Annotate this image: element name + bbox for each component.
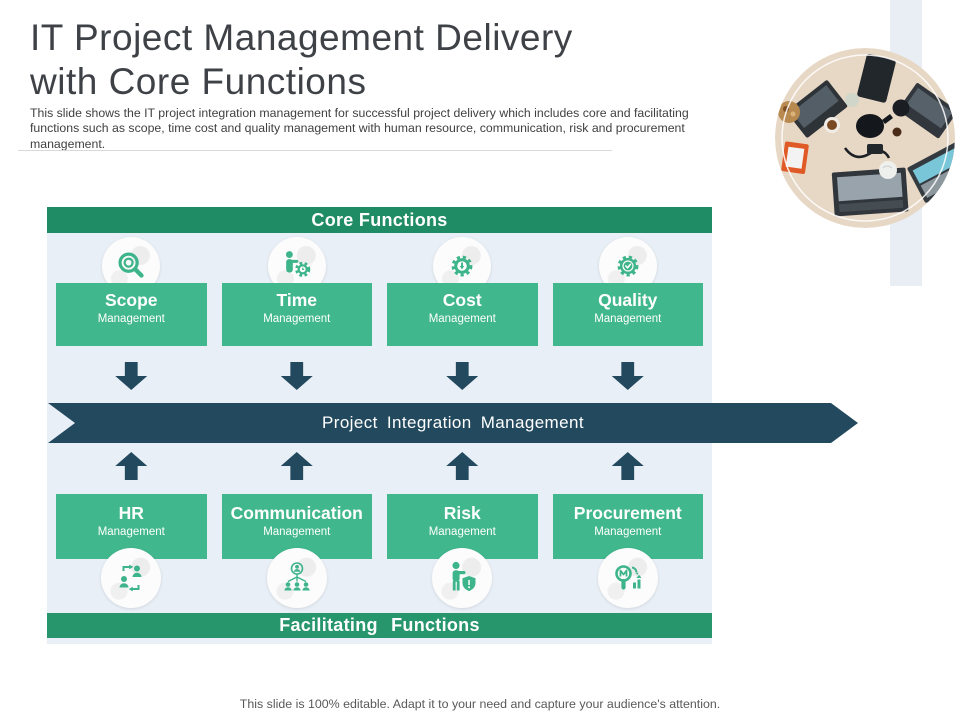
box-subtitle: Management [594, 525, 662, 538]
magnifier-chart-icon [614, 565, 642, 590]
down-arrows-row [47, 362, 712, 390]
box-title: Procurement [573, 503, 682, 523]
function-box-time: Time Management [221, 283, 372, 346]
box-subtitle: Management [594, 312, 662, 325]
person-shield-icon [452, 561, 476, 592]
gear-dollar-down-icon [451, 255, 473, 277]
box-subtitle: Management [428, 312, 496, 325]
page-title-line2: with Core Functions [30, 60, 367, 102]
page-title-line1: IT Project Management Delivery [30, 17, 573, 58]
function-box-communication: Communication Management [221, 494, 372, 559]
box-title: Time [276, 290, 318, 310]
core-functions-header: Core Functions [47, 207, 712, 233]
function-box-scope: Scope Management [56, 283, 207, 346]
up-arrow-icon [611, 452, 644, 480]
integration-banner: Project Integration Management [48, 403, 858, 443]
slide-description: This slide shows the IT project integrat… [30, 106, 689, 151]
desk-with-laptops-photo [775, 48, 955, 228]
divider [18, 150, 612, 151]
function-box-hr: HR Management [56, 494, 207, 559]
down-arrow-icon [280, 362, 313, 390]
communication-icon-circle [266, 548, 327, 608]
hr-icon-circle [101, 548, 162, 608]
box-subtitle: Management [97, 525, 165, 538]
up-arrow-icon [115, 452, 148, 480]
procurement-icon-circle [597, 548, 658, 608]
box-subtitle: Management [263, 525, 331, 538]
core-boxes-row: Scope Management Time Management Cost Ma… [47, 283, 712, 346]
down-arrow-icon [611, 362, 644, 390]
desk-photo-illustration [775, 48, 955, 228]
person-gear-clock-icon [285, 251, 311, 277]
page-title: IT Project Management Delivery with Core… [30, 16, 670, 103]
integration-banner-label: Project Integration Management [322, 413, 584, 432]
function-box-cost: Cost Management [387, 283, 538, 346]
magnifier-icon [118, 252, 144, 278]
box-title: Quality [598, 290, 658, 310]
box-title: Risk [443, 503, 481, 523]
risk-icon-circle [432, 548, 493, 608]
up-arrows-row [47, 452, 712, 480]
down-arrow-icon [446, 362, 479, 390]
footer-note: This slide is 100% editable. Adapt it to… [239, 697, 721, 711]
down-arrow-icon [115, 362, 148, 390]
box-subtitle: Management [428, 525, 496, 538]
facilitating-functions-header: Facilitating Functions [47, 613, 712, 638]
up-arrow-icon [446, 452, 479, 480]
org-chart-icon [284, 562, 310, 591]
box-title: Communication [230, 503, 363, 523]
up-arrow-icon [280, 452, 313, 480]
gear-check-icon [617, 255, 639, 277]
core-functions-label: Core Functions [311, 209, 448, 230]
box-subtitle: Management [263, 312, 331, 325]
facilitating-functions-label: Facilitating Functions [279, 615, 480, 635]
function-box-quality: Quality Management [552, 283, 703, 346]
box-subtitle: Management [97, 312, 165, 325]
people-exchange-icon [119, 564, 142, 592]
box-title: HR [118, 503, 144, 523]
facilitating-icons-row [47, 548, 712, 608]
box-title: Scope [104, 290, 158, 310]
box-title: Cost [442, 290, 482, 310]
